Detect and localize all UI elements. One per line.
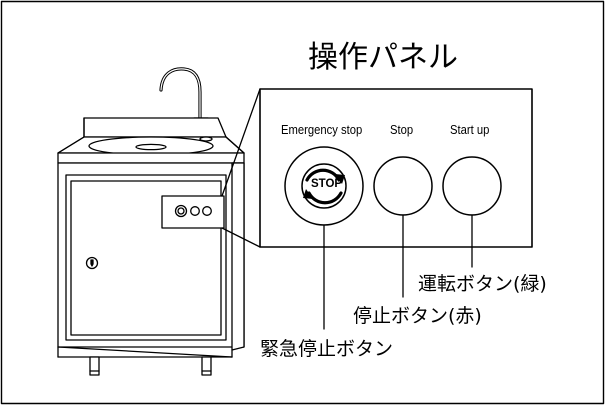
callout-emergency-stop-button: 緊急停止ボタン bbox=[260, 338, 394, 360]
callout-stop-button: 停止ボタン(赤) bbox=[353, 305, 482, 327]
sink-cabinet bbox=[57, 67, 245, 376]
start-up-label: Start up bbox=[450, 123, 490, 137]
zoom-line-bottom bbox=[221, 227, 261, 248]
enlarged-operation-panel bbox=[259, 88, 533, 248]
emergency-stop-label: Emergency stop bbox=[281, 123, 363, 137]
cabinet-feet bbox=[89, 356, 212, 376]
small-operation-panel bbox=[161, 195, 225, 229]
panel-title: 操作パネル bbox=[308, 40, 458, 75]
emergency-button-text: STOP bbox=[311, 178, 343, 190]
stop-label: Stop bbox=[390, 123, 414, 137]
zoom-line-top bbox=[221, 88, 261, 197]
callout-start-button: 運転ボタン(緑) bbox=[418, 273, 547, 295]
lock-icon bbox=[85, 256, 99, 270]
